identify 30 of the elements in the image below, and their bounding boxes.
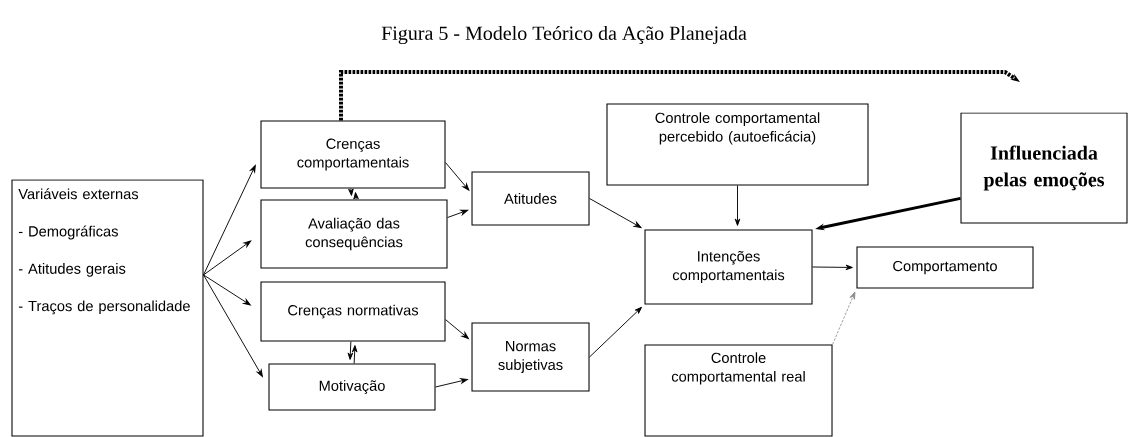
arrow [351,345,358,364]
concept-box: Normas subjetivas [471,322,590,392]
concept-box: Avaliação das consequências [260,199,448,269]
concept-box: Motivação [268,363,436,411]
arrow [589,198,642,228]
arrow [445,162,470,191]
dotted-arrow [832,291,856,345]
arrow [353,192,359,200]
title: Figura 5 - Modelo Teórico da Ação Planejada [381,25,747,45]
concept-box: Intenções comportamentais [644,229,813,305]
arrow [203,274,251,306]
arrow [589,306,642,358]
concept-box: Atitudes [471,171,590,226]
arrow [348,188,354,196]
arrow [734,185,741,226]
arrow [447,209,469,218]
arrow [347,341,354,360]
emotion-box: Influenciada pelas emoções [960,112,1128,224]
concept-box: Crenças normativas [260,281,446,342]
arrow [203,240,252,276]
arrow [445,319,469,340]
concept-box: Comportamento [856,246,1034,289]
concept-box: Crenças comportamentais [260,120,446,189]
concept-box: Controle comportamental real [644,344,833,437]
concept-box: Controle comportamental percebido (autoeficácia) [606,103,869,186]
variables-box: Variáveis externas - Demográficas - Atitudes gerais - Traços de personalidade [11,179,204,437]
arrow [203,164,256,276]
arrow [435,378,468,388]
arrow [812,264,853,271]
arrow [203,274,263,378]
